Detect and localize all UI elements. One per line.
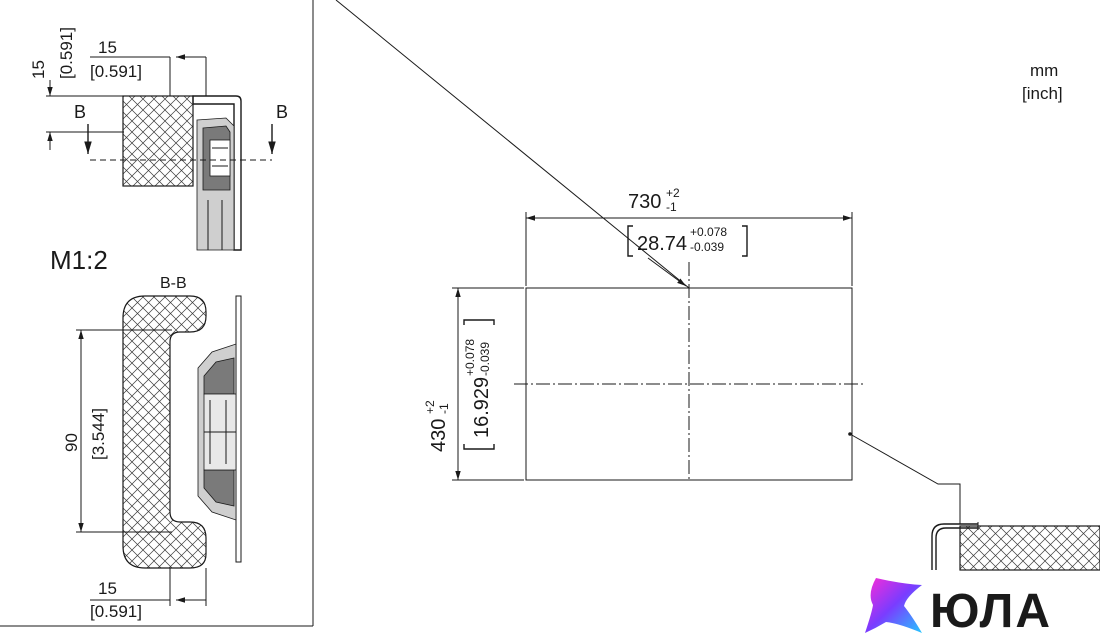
top-horizontal-dim-inch: [0.591] [90,62,142,81]
detail-frame [0,0,690,627]
cutout-width-inch-minus: -0.039 [690,240,724,254]
logo-star-icon [865,578,922,633]
cutout-outline [452,212,961,524]
top-vertical-dim-mm: 15 [29,60,48,79]
cutout-height-inch: 16.929 [471,377,493,438]
cutout-height-tol-plus: +2 [423,400,437,414]
cutout-height-mm-group: 430 +2 -1 [423,400,451,452]
leader-to-cutout [335,0,690,289]
logo-text: ЮЛА [930,585,1052,635]
bottom-horizontal-dim-mm: 15 [98,579,117,598]
cutout-height-inch-group: 16.929 +0.078 -0.039 [463,339,493,438]
cutout-width-inch-plus: +0.078 [690,225,727,239]
height-dim-inch: [3.544] [89,408,108,460]
top-horizontal-dim-mm: 15 [98,38,117,57]
top-detail [46,54,276,251]
section-label: B-B [160,275,187,292]
cutout-height-inch-minus: -0.039 [478,342,492,376]
cutout-width-tol-minus: -1 [666,200,677,214]
cutout-height-tol-minus: -1 [437,403,451,414]
bottom-horizontal-dim-inch: [0.591] [90,602,142,621]
cutout-height-inch-plus: +0.078 [463,339,477,376]
logo: ЮЛА [865,578,1052,635]
section-b-b [76,295,242,606]
units-inch: [inch] [1022,84,1063,103]
section-marker-left: B [74,102,86,122]
scale-label: M1:2 [50,245,108,275]
height-dim-mm: 90 [62,433,81,452]
cutout-height-mm: 430 [428,419,450,452]
corner-detail [931,522,1100,571]
top-vertical-dim-inch: [0.591] [57,27,76,79]
cutout-width-mm: 730 [628,191,661,213]
cutout-width-tol-plus: +2 [666,186,680,200]
cutout-width-inch: 28.74 [637,233,687,255]
units-mm: mm [1030,61,1058,80]
section-marker-right: B [276,102,288,122]
